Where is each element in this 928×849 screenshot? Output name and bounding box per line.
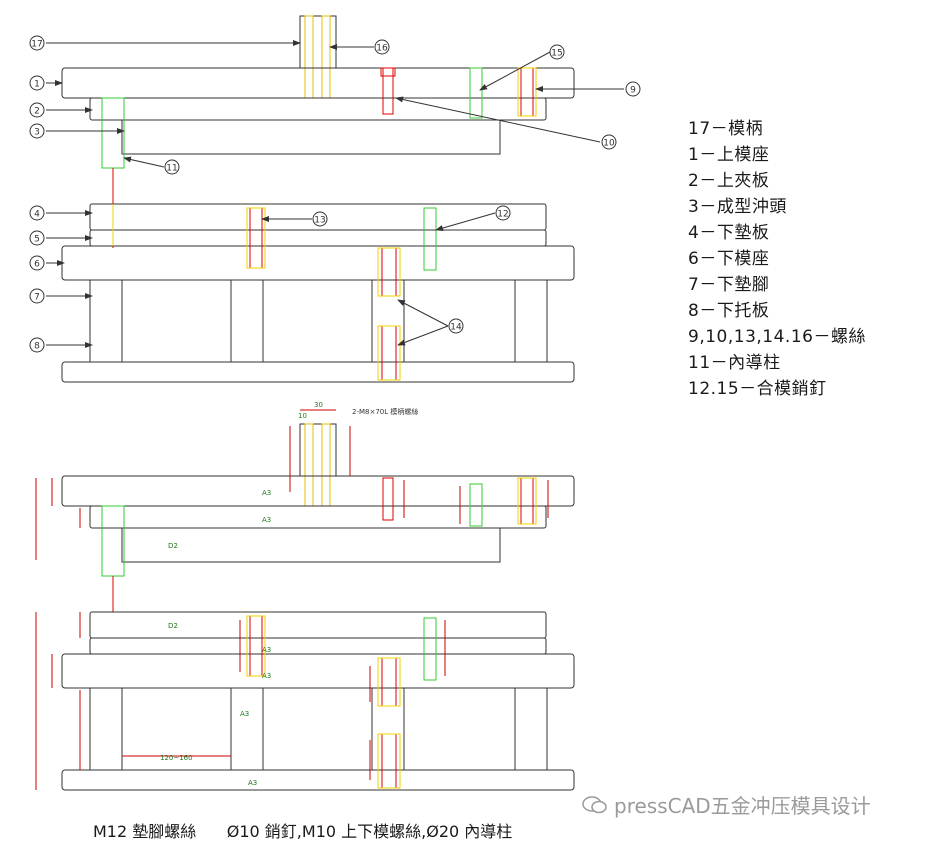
svg-text:12: 12 [497,210,508,220]
lower-support-plate [61,361,575,383]
svg-text:A3: A3 [262,516,271,524]
upper-die-seat [61,67,575,99]
svg-text:3: 3 [34,128,40,138]
svg-text:4: 4 [34,210,40,220]
legend-item: 8－下托板 [688,301,770,321]
wechat-icon [582,795,607,813]
svg-text:5: 5 [34,235,40,245]
svg-text:15: 15 [551,49,562,59]
svg-text:A3: A3 [262,489,271,497]
legend-item: 2－上夾板 [688,171,770,191]
footer-note: M12 墊腳螺絲 Ø10 銷釘,M10 上下模螺絲,Ø20 內導柱 [93,822,513,841]
svg-text:A3: A3 [248,779,257,787]
svg-text:13: 13 [314,216,325,226]
svg-text:120~160: 120~160 [160,754,193,762]
callout-14: 14 [448,318,464,334]
lower-spacer-3 [371,279,405,363]
svg-text:A3: A3 [240,710,249,718]
legend-item: 4－下墊板 [688,223,770,243]
svg-text:A3: A3 [262,672,271,680]
legend-item: 6－下模座 [688,249,770,269]
upper-view [61,15,575,383]
callout-12: 12 [495,205,511,221]
svg-text:10: 10 [298,412,307,420]
callout-4: 4 [29,205,45,221]
callout-7: 7 [29,288,45,304]
callout-6: 6 [29,255,45,271]
callout-5: 5 [29,230,45,246]
legend-item: 3－成型沖頭 [688,197,787,217]
lower-spacer-2 [230,279,264,363]
svg-text:D2: D2 [168,622,178,630]
svg-text:6: 6 [34,260,40,270]
svg-text:16: 16 [376,44,388,54]
svg-text:1: 1 [34,80,40,90]
svg-text:11: 11 [166,164,177,174]
callout-15: 15 [549,44,565,60]
svg-text:14: 14 [450,323,462,333]
callout-10: 10 [601,134,617,150]
callout-1: 1 [29,75,45,91]
callout-9: 9 [625,81,641,97]
watermark: pressCAD五金冲压模具设计 [582,790,871,819]
legend-item: 12.15－合模銷釘 [688,379,827,399]
svg-text:A3: A3 [262,646,271,654]
svg-text:17: 17 [31,40,42,50]
callout-3: 3 [29,123,45,139]
svg-text:30: 30 [314,401,323,409]
lower-die-seat [61,245,575,281]
watermark-text: pressCAD五金冲压模具设计 [614,794,871,818]
note-shank-screw: 2-M8×70L 模柄螺絲 [352,407,418,416]
lower-spacer-1 [89,279,123,363]
callout-16: 16 [374,39,390,55]
lower-spacer-4 [514,279,548,363]
svg-text:7: 7 [34,293,40,303]
upper-clamp-plate [89,97,547,121]
legend-item: 11－內導柱 [688,353,781,373]
legend-item: 9,10,13,14.16－螺絲 [688,327,866,347]
legend-item: 17－模柄 [688,119,764,139]
parts-legend: 17－模柄 1－上模座 2－上夾板 3－成型沖頭 4－下墊板 6－下模座 7－下… [688,116,866,402]
callout-8: 8 [29,337,45,353]
legend-item: 7－下墊腳 [688,275,770,295]
legend-item: 1－上模座 [688,145,770,165]
svg-text:9: 9 [630,86,636,96]
forming-punch [121,119,501,155]
callout-2: 2 [29,102,45,118]
lower-view [35,409,575,791]
svg-text:10: 10 [603,139,615,149]
callout-17: 17 [29,35,45,51]
callout-11: 11 [164,159,180,175]
svg-text:2: 2 [34,107,40,117]
svg-text:D2: D2 [168,542,178,550]
svg-text:8: 8 [34,342,40,352]
callout-13: 13 [312,211,328,227]
